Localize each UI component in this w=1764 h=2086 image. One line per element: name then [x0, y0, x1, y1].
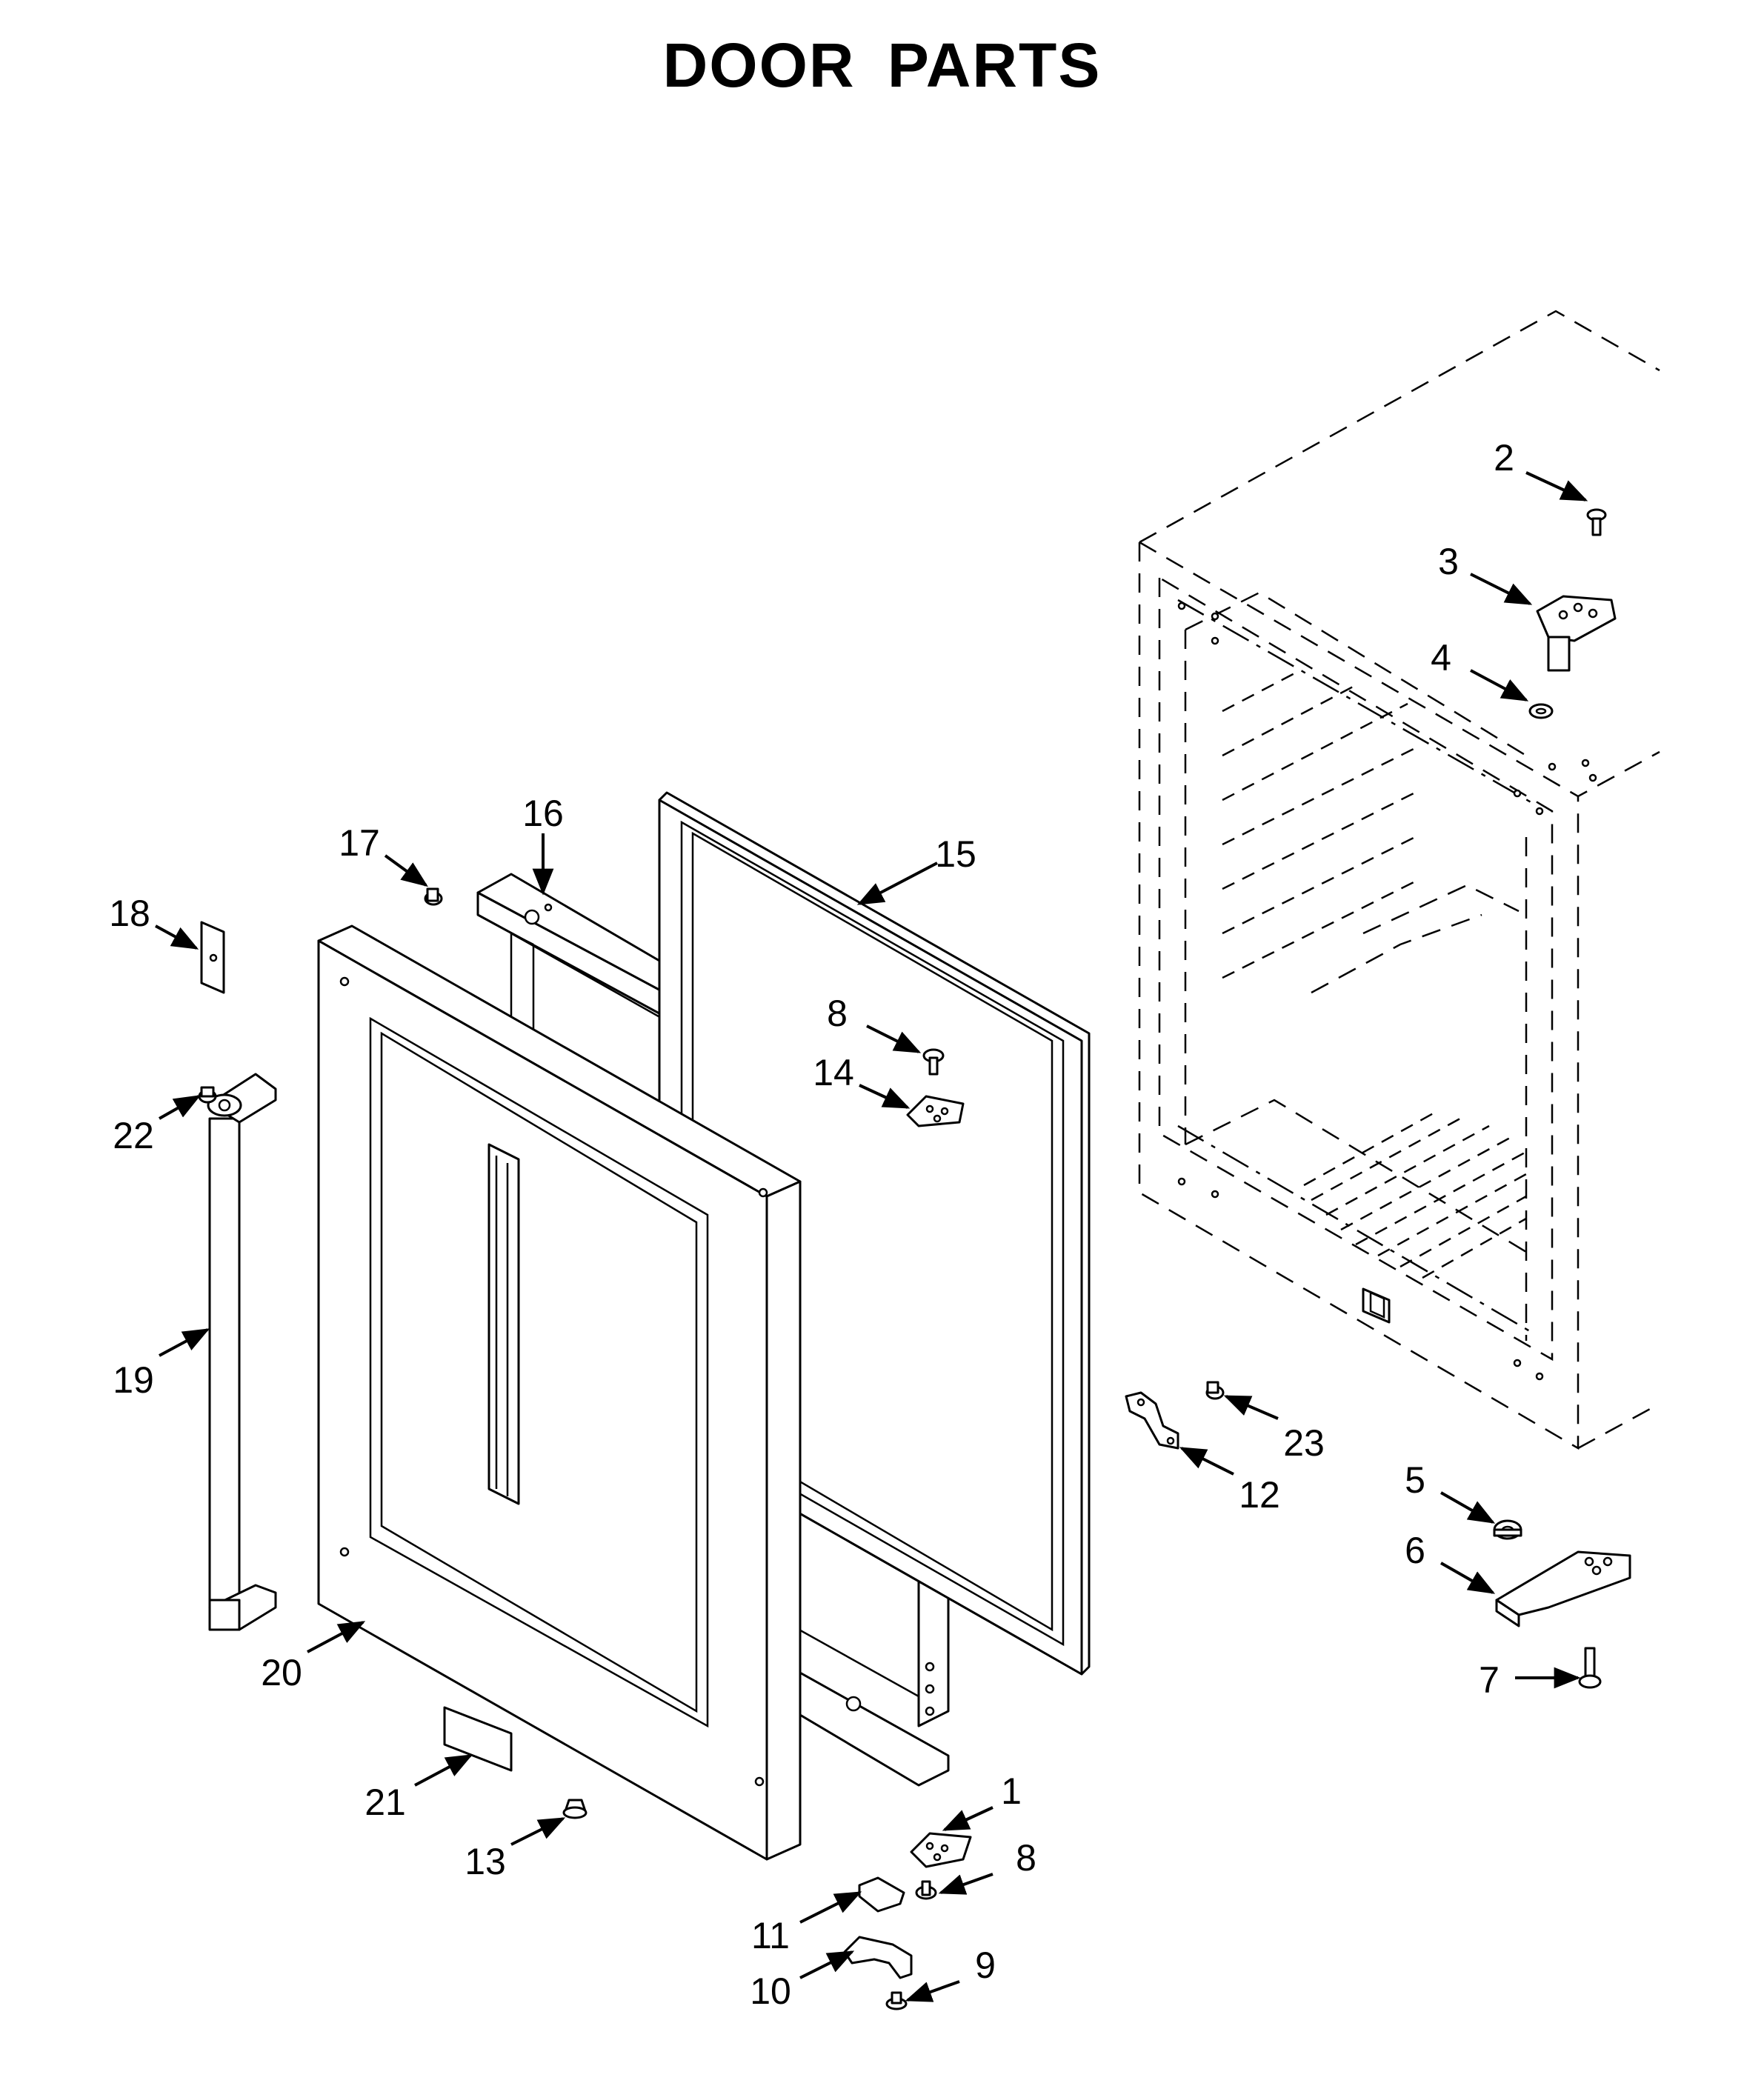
page-title: DOOR PARTS — [662, 30, 1102, 100]
callout-8b: 8 — [938, 1837, 1036, 1895]
hinge-plate-1-part — [910, 1832, 972, 1868]
callout-10: 10 — [750, 1950, 855, 2012]
callout-3: 3 — [1438, 541, 1533, 605]
callout-5: 5 — [1405, 1459, 1496, 1524]
callout-14: 14 — [813, 1052, 911, 1109]
callout-12: 12 — [1179, 1447, 1280, 1516]
cover-plate-part — [200, 921, 225, 994]
callout-label: 12 — [1239, 1474, 1280, 1516]
washer-4-part — [1528, 703, 1554, 719]
door-panel-part — [317, 924, 802, 1861]
callout-label: 17 — [339, 822, 380, 864]
callout-label: 6 — [1405, 1530, 1425, 1571]
callout-label: 10 — [750, 1970, 791, 2012]
callout-11: 11 — [751, 1891, 862, 1956]
hinge-plate-14-part — [906, 1095, 965, 1127]
callout-label: 3 — [1438, 541, 1459, 582]
callout-label: 5 — [1405, 1459, 1425, 1501]
callout-label: 2 — [1494, 437, 1514, 479]
callout-label: 22 — [113, 1115, 154, 1156]
screw-23-part — [1205, 1381, 1225, 1400]
callout-16: 16 — [522, 793, 564, 896]
screw-2-part — [1586, 508, 1607, 536]
callout-22: 22 — [113, 1095, 202, 1156]
callout-label: 15 — [935, 833, 976, 875]
screw-8-lower-part — [915, 1880, 937, 1900]
callout-17: 17 — [339, 822, 428, 887]
washer-5-part — [1493, 1519, 1522, 1540]
callout-label: 23 — [1283, 1422, 1325, 1464]
callout-label: 7 — [1479, 1659, 1500, 1701]
callout-18: 18 — [109, 893, 199, 950]
callout-label: 9 — [975, 1945, 996, 1986]
callout-15: 15 — [856, 833, 976, 905]
callout-label: 16 — [522, 793, 564, 834]
callout-label: 21 — [365, 1782, 406, 1823]
callout-23: 23 — [1223, 1395, 1325, 1464]
bracket-12-part — [1125, 1391, 1179, 1450]
door-label-part — [443, 1706, 513, 1772]
callout-4: 4 — [1431, 637, 1529, 702]
callout-label: 8 — [1016, 1837, 1036, 1879]
top-hinge-3-part — [1536, 595, 1617, 672]
callout-1: 1 — [942, 1770, 1022, 1831]
callout-label: 4 — [1431, 637, 1451, 679]
callout-label: 8 — [827, 993, 848, 1034]
callout-8a: 8 — [827, 993, 922, 1053]
screw-8-upper-part — [922, 1048, 945, 1076]
callout-20: 20 — [261, 1621, 366, 1693]
callout-label: 20 — [261, 1652, 302, 1693]
callout-label: 18 — [109, 893, 150, 934]
callout-7: 7 — [1479, 1659, 1581, 1701]
callout-label: 14 — [813, 1052, 854, 1093]
callout-2: 2 — [1494, 437, 1588, 501]
screw-9-part — [885, 1991, 908, 2010]
cabinet-bottom-grill — [1303, 1110, 1527, 1279]
callout-21: 21 — [365, 1754, 473, 1823]
bracket-10-part — [843, 1936, 913, 1979]
plug-22-part — [198, 1086, 217, 1104]
callout-6: 6 — [1405, 1530, 1496, 1594]
callout-19: 19 — [113, 1328, 210, 1401]
door-handle-part — [207, 1073, 277, 1631]
callout-label: 11 — [751, 1915, 790, 1956]
bottom-hinge-6-part — [1495, 1550, 1631, 1627]
callout-9: 9 — [905, 1945, 996, 2002]
screw-7-part — [1578, 1647, 1602, 1689]
cabinet-outline — [1138, 310, 1660, 1450]
spacer-11-part — [858, 1876, 905, 1913]
callout-13: 13 — [465, 1817, 566, 1882]
callout-label: 13 — [465, 1841, 506, 1882]
callout-label: 1 — [1001, 1770, 1022, 1812]
callout-label: 19 — [113, 1359, 154, 1401]
screw-13-part — [562, 1799, 588, 1819]
screw-17-part — [424, 887, 443, 906]
